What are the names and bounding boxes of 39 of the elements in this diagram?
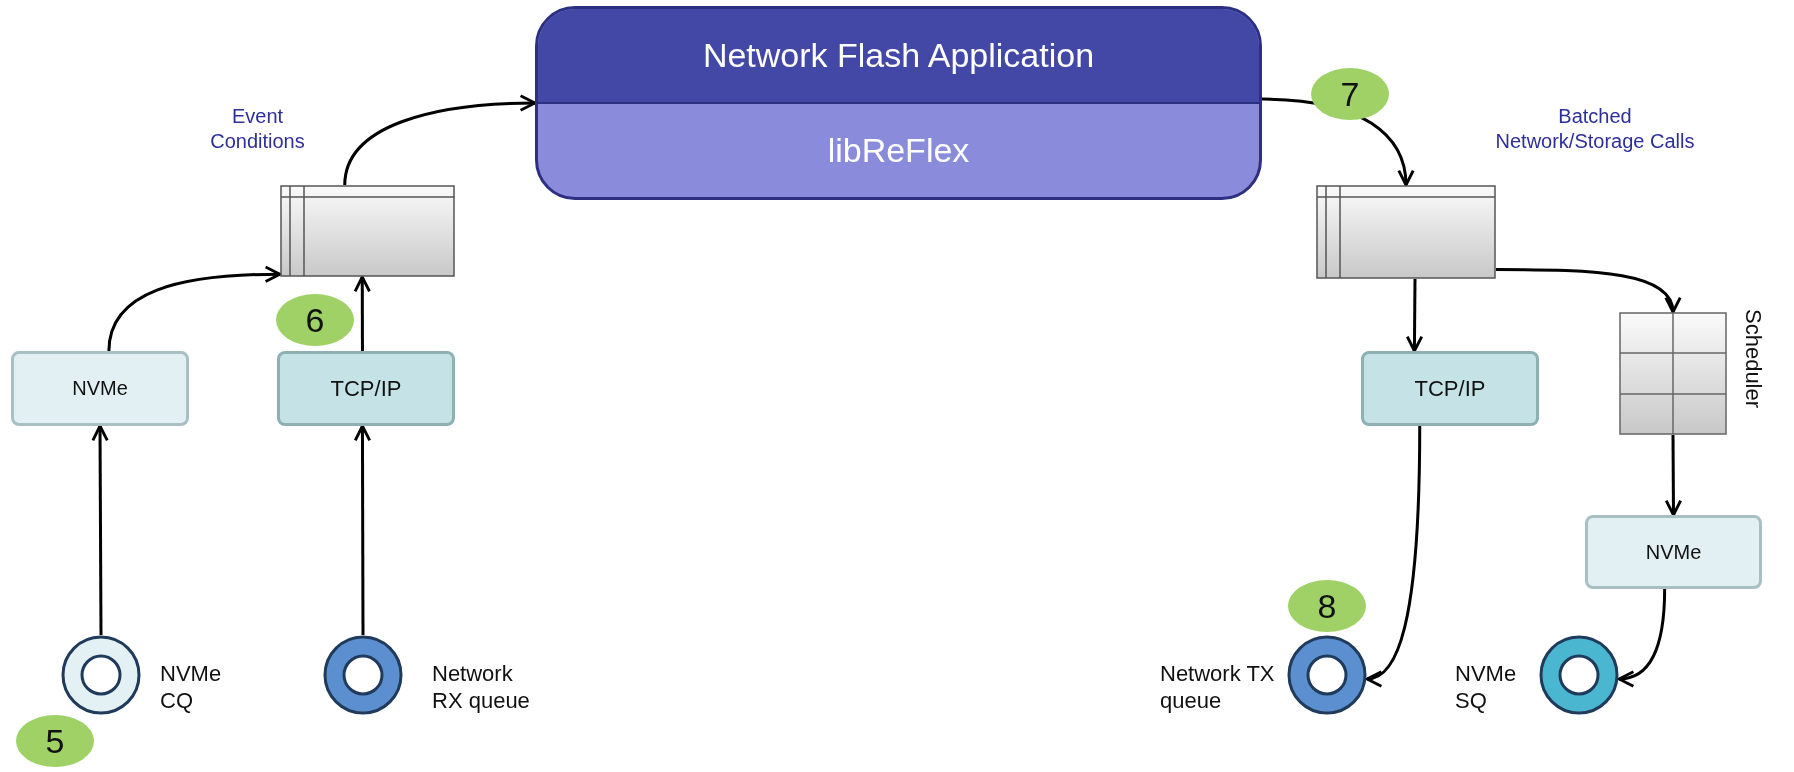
arrow [1365,426,1422,686]
node-caption: Network TX queue [1160,660,1275,714]
callout-number: 8 [1288,580,1366,632]
process-box [1585,515,1762,589]
arrow [107,265,282,352]
ring-queue-icon [1287,635,1367,715]
app-title: Network Flash Application [538,9,1259,104]
arrow [91,424,109,635]
queue-caption: Event Conditions [209,104,306,154]
arrow [1405,279,1424,353]
queue-drawing [280,185,455,277]
library-name: libReFlex [826,130,971,171]
ring-queue-icon [323,635,403,715]
process-box [1361,351,1539,426]
node-caption: Scheduler [1740,309,1767,411]
node-caption: NVMe SQ [1455,660,1518,714]
ring-queue-icon [1539,635,1619,715]
process-box [277,351,455,426]
box-label: NVMe [1645,540,1702,564]
box-label: TCP/IP [330,375,402,402]
box-label: TCP/IP [1414,375,1486,402]
process-box [11,351,189,426]
application-box [535,6,1262,200]
callout-number: 6 [276,294,354,346]
arrow [1664,435,1683,517]
queue-caption: Batched Network/Storage Calls [1495,104,1695,154]
box-label: NVMe [72,377,128,400]
queue-drawing [1316,185,1496,279]
callout-number: 5 [16,715,94,767]
node-caption: Network RX queue [432,660,531,714]
scheduler-grid-drawing [1619,312,1727,435]
arrow [353,275,371,351]
arrow [1496,268,1680,314]
node-caption: NVMe CQ [160,660,223,714]
arrow [353,424,372,635]
callout-number: 7 [1311,68,1389,120]
arrow [343,94,537,186]
ring-queue-icon [61,635,141,715]
arrow [1617,588,1667,687]
